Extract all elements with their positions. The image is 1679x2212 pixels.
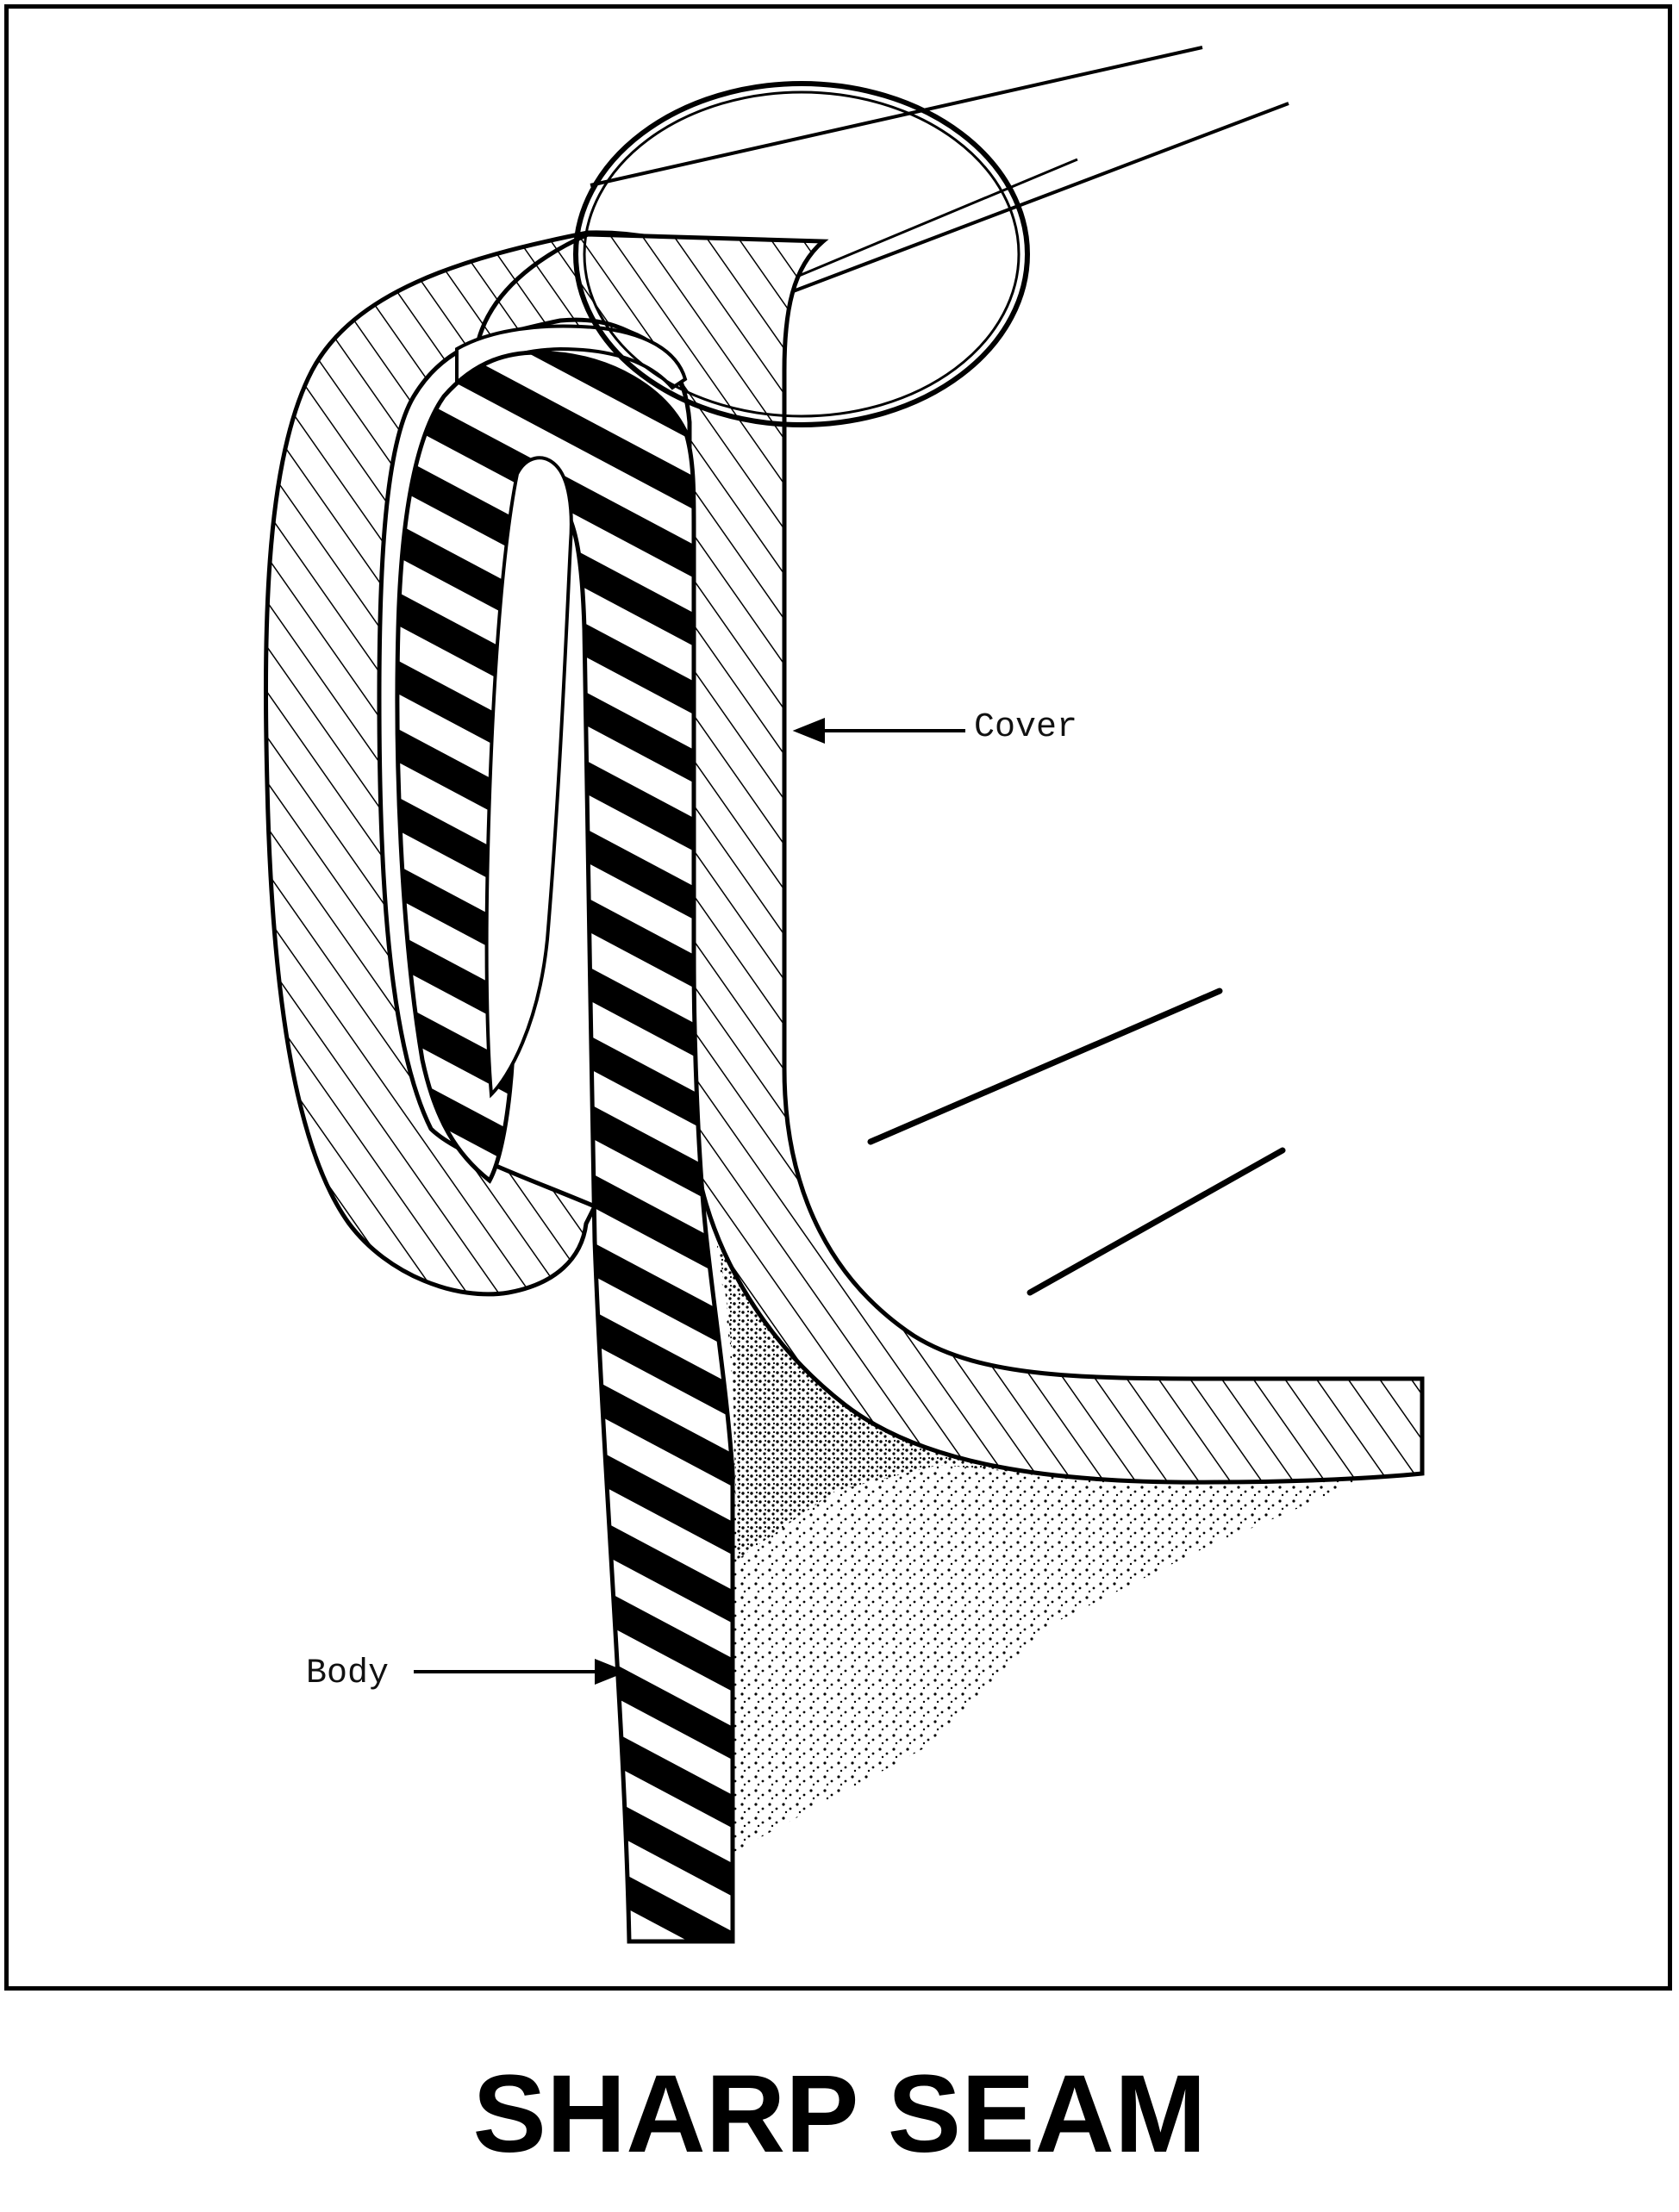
body-hook	[395, 350, 735, 1944]
cover-label: Cover	[974, 708, 1078, 747]
body-hook-inner-slot	[484, 456, 573, 1099]
top-surface-line-1	[590, 46, 1203, 187]
cover-callout-arrow	[792, 718, 965, 744]
highlight-ring-inner	[583, 90, 1021, 418]
cover-wall	[475, 232, 1425, 1485]
surface-stroke-1	[867, 988, 1223, 1145]
top-surface-line-3	[788, 158, 1078, 282]
figure-frame: Cover Body	[4, 4, 1672, 1991]
top-surface-line-2	[788, 102, 1289, 295]
diagram-caption: SHARP SEAM	[472, 2053, 1207, 2176]
body-label: Body	[306, 1654, 390, 1693]
body-callout-arrow	[414, 1659, 627, 1685]
shadow-stipple-dense	[717, 1237, 1077, 1560]
seam-cross-section-diagram	[263, 46, 1425, 1944]
highlight-ring	[573, 81, 1030, 427]
surface-stroke-2	[1027, 1147, 1286, 1296]
